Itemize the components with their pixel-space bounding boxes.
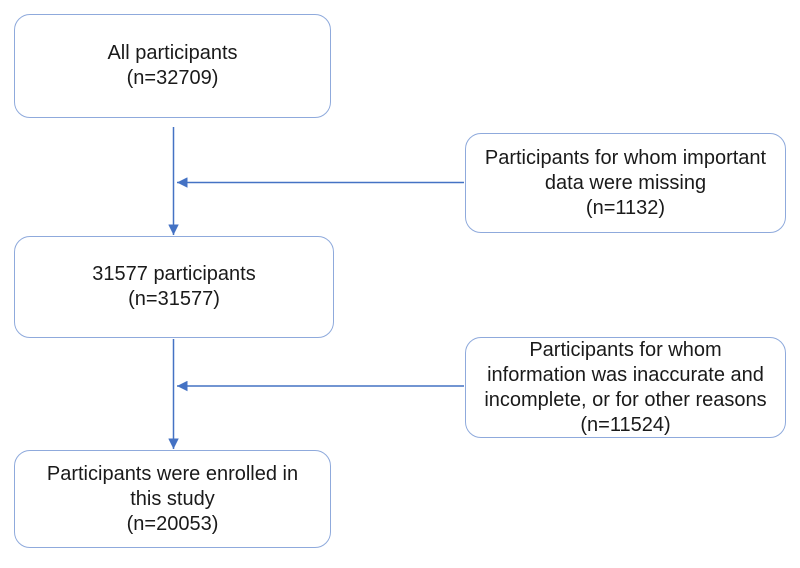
flow-box-excluded-missing-data: Participants for whom important data wer…: [465, 133, 786, 233]
flow-box-all-participants-label: All participants (n=32709): [107, 42, 238, 89]
flow-box-excluded-inaccurate: Participants for whom information was in…: [465, 337, 786, 438]
flow-box-enrolled: Participants were enrolled in this study…: [14, 450, 331, 548]
flow-box-excluded-missing-data-label: Participants for whom important data wer…: [484, 146, 767, 219]
flow-box-after-first-exclusion: 31577 participants (n=31577): [14, 236, 334, 338]
flow-box-enrolled-label: Participants were enrolled in this study…: [46, 462, 299, 535]
flow-box-after-first-exclusion-label: 31577 participants (n=31577): [92, 263, 256, 310]
flow-box-all-participants: All participants (n=32709): [14, 14, 331, 118]
flow-box-excluded-inaccurate-label: Participants for whom information was in…: [484, 338, 767, 436]
